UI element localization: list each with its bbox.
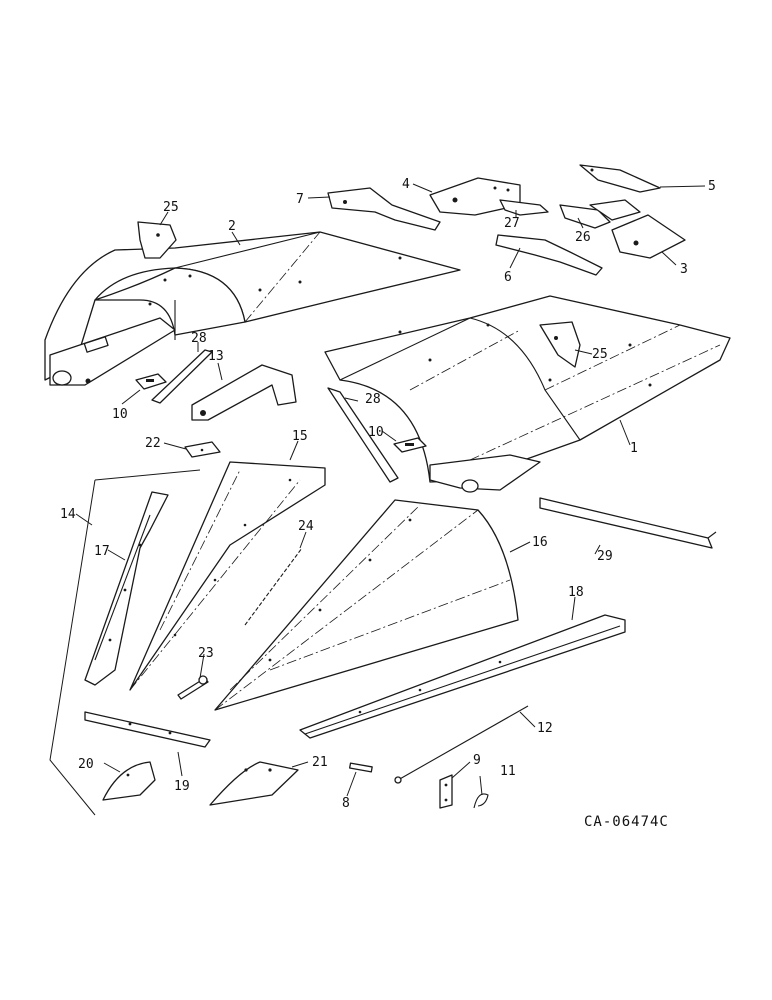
part-2-left-shield	[44, 231, 461, 386]
callout-1: 1	[630, 441, 638, 456]
part-19-angle-bar	[84, 711, 211, 748]
callout-28-upper: 28	[191, 331, 207, 346]
catalog-code: CA-06474C	[584, 814, 669, 830]
part-17-side-rail	[84, 491, 169, 686]
callout-16: 16	[532, 535, 548, 550]
part-24-chain	[244, 547, 303, 626]
callout-labels: 1 2 3 4 5 6 7 8 9 10 10 11 12 13 14 15 1…	[60, 177, 716, 811]
part-10-plate-right	[393, 437, 427, 453]
callout-8: 8	[342, 796, 350, 811]
callout-15: 15	[292, 429, 308, 444]
callout-2: 2	[228, 219, 236, 234]
part-25-bracket-left	[137, 221, 177, 259]
part-11-clip	[473, 793, 489, 809]
part-14-leader-bracket	[49, 469, 201, 816]
callout-3: 3	[680, 262, 688, 277]
part-7-strap	[327, 187, 441, 231]
part-18-beam	[299, 614, 626, 739]
callout-11: 11	[500, 764, 516, 779]
callout-10-left: 10	[112, 407, 128, 422]
callout-12: 12	[537, 721, 553, 736]
part-5-plate	[579, 164, 661, 193]
callout-10-right: 10	[368, 425, 384, 440]
callout-25-left: 25	[163, 200, 179, 215]
part-28-rod-upper	[151, 349, 213, 404]
part-23-pin	[177, 675, 209, 700]
callout-4: 4	[402, 177, 410, 192]
part-6-strap	[495, 234, 603, 276]
callout-29: 29	[597, 549, 613, 564]
part-20-bracket	[102, 761, 156, 801]
callout-18: 18	[568, 585, 584, 600]
leader-lines	[75, 183, 706, 797]
part-27-plate	[499, 199, 549, 216]
callout-28-right: 28	[365, 392, 381, 407]
callout-14: 14	[60, 507, 76, 522]
part-3-bracket	[611, 214, 686, 259]
callout-13: 13	[208, 349, 224, 364]
part-22-plate	[184, 441, 221, 458]
callout-17: 17	[94, 544, 110, 559]
callout-27: 27	[504, 216, 520, 231]
part-16-large-panel	[214, 499, 519, 711]
part-26-plate	[559, 199, 641, 229]
callout-26: 26	[575, 230, 591, 245]
part-9-plate	[439, 774, 453, 809]
part-8-pin	[348, 762, 373, 773]
part-10-plate-left	[135, 373, 167, 390]
part-15-panel	[129, 461, 326, 691]
part-25-bracket-right	[539, 321, 581, 368]
callout-6: 6	[504, 270, 512, 285]
callout-5: 5	[708, 179, 716, 194]
part-12-rod	[394, 705, 529, 784]
callout-23: 23	[198, 646, 214, 661]
callout-21: 21	[312, 755, 328, 770]
callout-9: 9	[473, 753, 481, 768]
callout-7: 7	[296, 192, 304, 207]
part-13-bracket	[191, 364, 297, 421]
part-21-bracket	[209, 761, 299, 806]
callout-25-right: 25	[592, 347, 608, 362]
part-1-right-shield	[324, 295, 731, 493]
callout-19: 19	[174, 779, 190, 794]
callout-20: 20	[78, 757, 94, 772]
callout-24: 24	[298, 519, 314, 534]
callout-22: 22	[145, 436, 161, 451]
part-28-rod-right	[327, 387, 399, 483]
part-29-angle	[539, 497, 717, 549]
